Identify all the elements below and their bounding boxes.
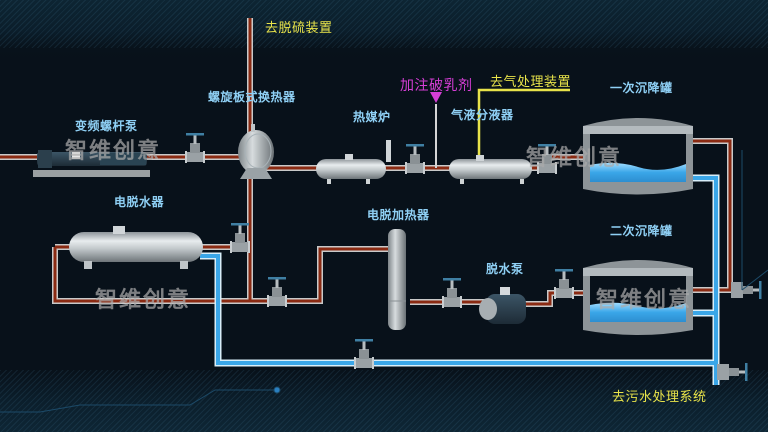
label-electro-dehydrator: 电脱水器 xyxy=(114,195,165,209)
label-to-desulfurization: 去脱硫装置 xyxy=(265,21,333,36)
spiral-heat-exchanger-icon xyxy=(238,124,274,179)
watermark: 智维创意 xyxy=(596,288,693,313)
screw-pump-icon xyxy=(33,150,150,177)
demulsifier-line xyxy=(430,92,442,168)
label-screw-pump: 变频螺杆泵 xyxy=(75,119,138,133)
label-to-sewage-treatment: 去污水处理系统 xyxy=(612,390,707,405)
water-pipes xyxy=(200,174,720,385)
gate-valve-icon[interactable] xyxy=(717,363,748,381)
label-dewatering-pump: 脱水泵 xyxy=(486,262,524,276)
gas-liquid-separator-icon xyxy=(449,155,532,184)
label-demulsifier-injection: 加注破乳剂 xyxy=(400,78,473,94)
footer-texture xyxy=(0,370,768,432)
gate-valve-icon[interactable] xyxy=(230,223,250,253)
label-spiral-heat-exchanger: 螺旋板式换热器 xyxy=(208,90,296,104)
label-to-gas-treatment: 去气处理装置 xyxy=(490,75,572,90)
gate-valve-icon[interactable] xyxy=(537,144,557,174)
label-primary-settling-tank: 一次沉降罐 xyxy=(610,81,673,95)
gate-valve-icon[interactable] xyxy=(185,133,205,163)
gate-valve-icon[interactable] xyxy=(442,278,462,308)
gate-valve-icon[interactable] xyxy=(731,281,762,299)
watermark: 智维创意 xyxy=(65,139,162,164)
label-electro-heater: 电脱加热器 xyxy=(367,208,430,222)
heat-medium-furnace-icon xyxy=(316,140,391,184)
secondary-settling-tank-icon xyxy=(583,260,693,335)
valves xyxy=(185,133,762,381)
electro-dehydrator-icon xyxy=(69,226,203,269)
header-texture xyxy=(0,0,768,48)
gate-valve-icon[interactable] xyxy=(405,144,425,174)
watermark: 智维创意 xyxy=(95,288,192,313)
gate-valve-icon[interactable] xyxy=(354,339,374,369)
watermark: 智维创意 xyxy=(526,146,623,171)
gas-pipe xyxy=(477,88,570,160)
label-heat-medium-furnace: 热媒炉 xyxy=(353,110,391,124)
dewatering-pump-icon xyxy=(479,287,526,324)
primary-settling-tank-icon xyxy=(583,118,693,195)
electro-heater-icon xyxy=(388,229,406,330)
gate-valve-icon[interactable] xyxy=(554,269,574,299)
gate-valve-icon[interactable] xyxy=(267,277,287,307)
label-secondary-settling-tank: 二次沉降罐 xyxy=(610,224,673,238)
injection-arrow-icon xyxy=(430,92,442,103)
decorative-circuit xyxy=(0,150,768,413)
label-gas-liquid-separator: 气液分液器 xyxy=(451,108,514,122)
